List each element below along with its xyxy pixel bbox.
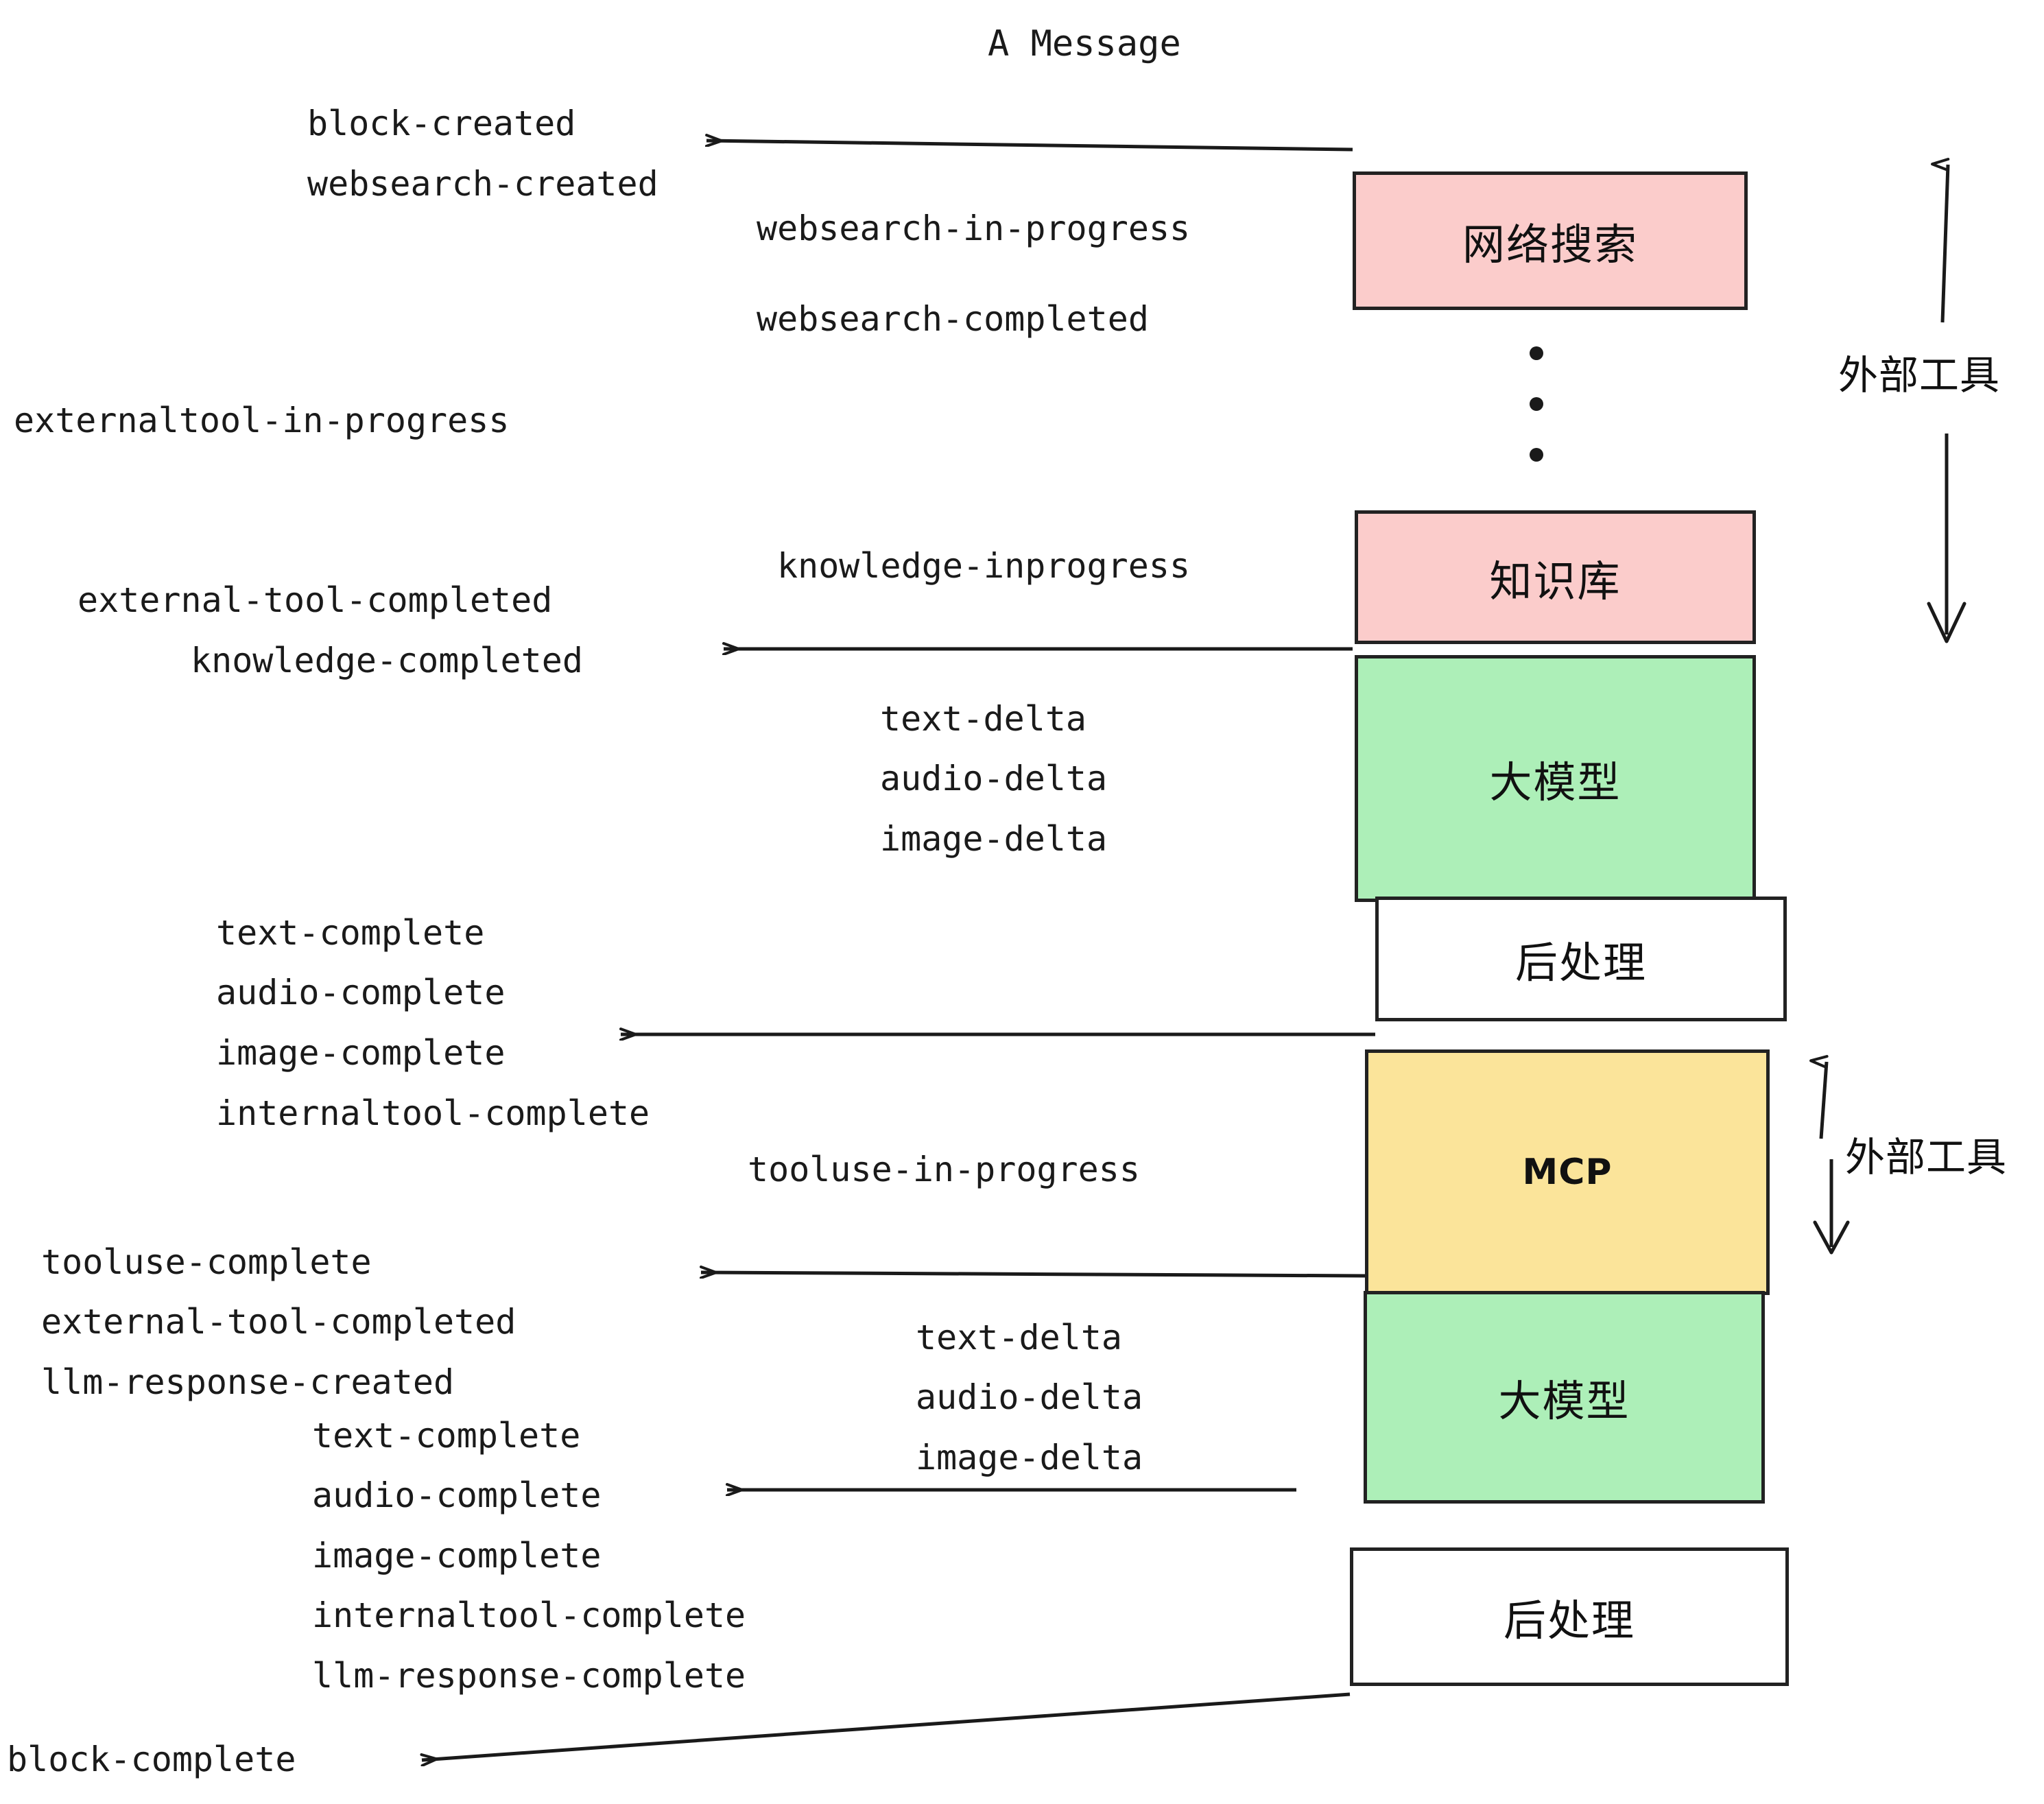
node-postprocess-2-label: 后处理: [1503, 1595, 1635, 1646]
arrowhead-external-tool-top-down: [1927, 602, 1966, 643]
event-external-tool-completed-1: external-tool-completed: [78, 580, 553, 620]
event-text-complete-1: text-complete: [216, 913, 485, 953]
event-internaltool-complete-1: internaltool-complete: [216, 1093, 650, 1133]
node-mcp[interactable]: MCP: [1365, 1049, 1770, 1295]
event-externaltool-in-progress: externaltool-in-progress: [14, 401, 510, 440]
event-image-complete-1: image-complete: [216, 1033, 506, 1073]
event-image-complete-2: image-complete: [312, 1536, 602, 1576]
diagram-title: A Message: [988, 23, 1181, 64]
ellipsis-dot-2: [1530, 397, 1543, 411]
node-llm-2[interactable]: 大模型: [1364, 1291, 1765, 1504]
event-audio-delta-2: audio-delta: [916, 1377, 1143, 1417]
event-audio-complete-1: audio-complete: [216, 973, 506, 1012]
event-knowledge-inprogress: knowledge-inprogress: [777, 546, 1191, 586]
event-image-delta-1: image-delta: [880, 819, 1108, 859]
event-tooluse-in-progress: tooluse-in-progress: [748, 1150, 1140, 1189]
arrow-external-tool-bottom-up: [1821, 1062, 1827, 1139]
arrowhead-external-tool-bottom-down: [1813, 1220, 1850, 1255]
node-postprocess-1[interactable]: 后处理: [1375, 897, 1787, 1021]
node-llm-2-label: 大模型: [1498, 1376, 1630, 1426]
node-mcp-label: MCP: [1522, 1152, 1613, 1193]
arrow-mcp-to-tooluse-complete: [701, 1272, 1366, 1276]
event-tooluse-complete: tooluse-complete: [41, 1242, 372, 1282]
event-text-complete-2: text-complete: [312, 1416, 581, 1456]
event-image-delta-2: image-delta: [916, 1438, 1143, 1477]
ellipsis-dots: [1530, 346, 1543, 462]
node-websearch[interactable]: 网络搜索: [1353, 171, 1748, 310]
ellipsis-dot-1: [1530, 346, 1543, 360]
arrow-postprocess2-to-block-complete: [422, 1692, 1351, 1760]
node-knowledge[interactable]: 知识库: [1355, 510, 1756, 644]
event-websearch-in-progress: websearch-in-progress: [757, 209, 1191, 248]
event-llm-response-complete: llm-response-complete: [312, 1656, 746, 1696]
ellipsis-dot-3: [1530, 448, 1543, 462]
event-websearch-created: websearch-created: [307, 164, 658, 204]
event-block-created: block-created: [307, 104, 576, 143]
arrow-websearch-to-block-created: [706, 141, 1353, 152]
node-websearch-label: 网络搜索: [1462, 219, 1638, 270]
event-text-delta-2: text-delta: [916, 1318, 1123, 1357]
event-external-tool-completed-2: external-tool-completed: [41, 1302, 516, 1342]
event-llm-response-created: llm-response-created: [41, 1362, 455, 1402]
node-llm-1-label: 大模型: [1489, 757, 1621, 807]
side-label-external-tool-top: 外部工具: [1838, 352, 2001, 399]
node-postprocess-1-label: 后处理: [1514, 938, 1647, 988]
event-knowledge-completed: knowledge-completed: [191, 641, 583, 680]
event-audio-delta-1: audio-delta: [880, 759, 1108, 798]
node-llm-1[interactable]: 大模型: [1355, 655, 1756, 902]
arrow-external-tool-top-up: [1942, 165, 1950, 323]
event-text-delta-1: text-delta: [880, 699, 1087, 739]
side-label-external-tool-bottom: 外部工具: [1845, 1134, 2008, 1180]
event-internaltool-complete-2: internaltool-complete: [312, 1595, 746, 1635]
event-websearch-completed: websearch-completed: [757, 299, 1149, 339]
event-block-complete: block-complete: [7, 1740, 296, 1779]
node-postprocess-2[interactable]: 后处理: [1350, 1547, 1789, 1686]
event-audio-complete-2: audio-complete: [312, 1475, 602, 1515]
node-knowledge-label: 知识库: [1489, 556, 1621, 606]
